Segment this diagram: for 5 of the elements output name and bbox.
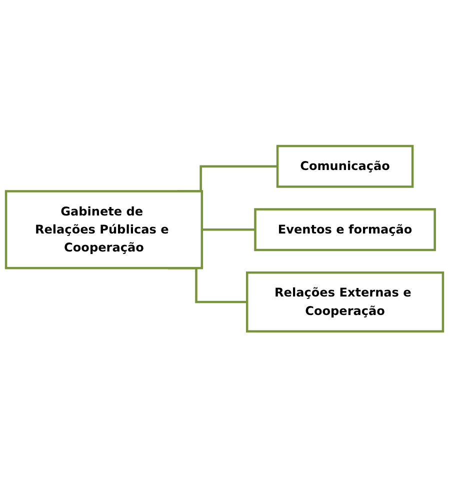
node-box <box>4 190 204 269</box>
connector <box>202 228 256 231</box>
node-box <box>276 144 414 188</box>
node-box <box>246 271 444 332</box>
node-box <box>254 208 436 251</box>
